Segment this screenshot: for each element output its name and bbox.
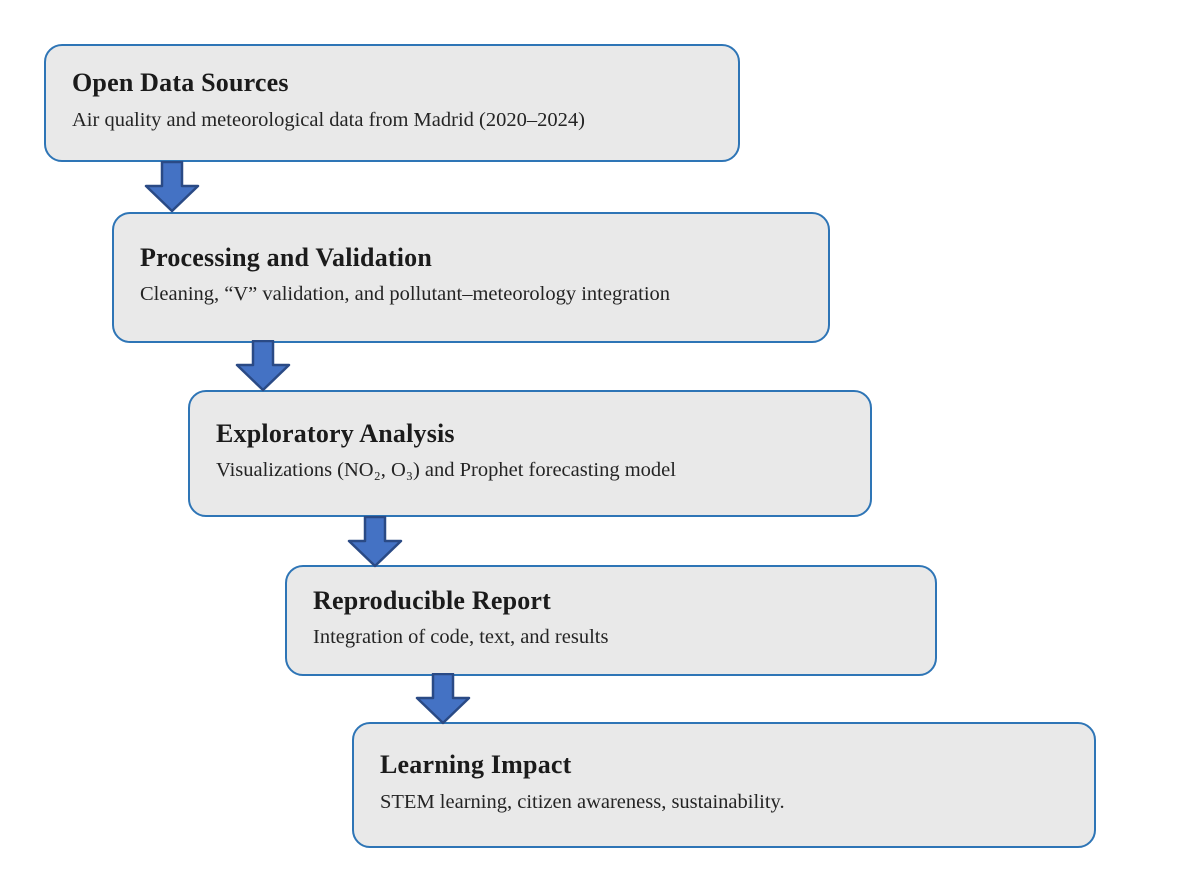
step-3-box-exploratory-analysis: Exploratory Analysis Visualizations (NO₂… [188, 390, 872, 517]
step-5-box-learning-impact: Learning Impact STEM learning, citizen a… [352, 722, 1096, 848]
down-arrow-icon [144, 161, 200, 213]
step-3-title: Exploratory Analysis [216, 418, 455, 448]
step-3-subtitle: Visualizations (NO₂, O₃) and Prophet for… [216, 459, 676, 482]
step-1-title: Open Data Sources [72, 68, 289, 98]
step-4-box-reproducible-report: Reproducible Report Integration of code,… [285, 565, 937, 676]
step-2-box-processing-validation: Processing and Validation Cleaning, “V” … [112, 212, 830, 343]
step-5-title: Learning Impact [380, 750, 572, 780]
down-arrow-icon [415, 673, 471, 725]
step-1-subtitle: Air quality and meteorological data from… [72, 108, 585, 131]
step-1-box-open-data-sources: Open Data Sources Air quality and meteor… [44, 44, 740, 162]
step-4-subtitle: Integration of code, text, and results [313, 626, 609, 649]
down-arrow-icon [347, 516, 403, 568]
step-2-subtitle: Cleaning, “V” validation, and pollutant–… [140, 283, 671, 306]
step-2-title: Processing and Validation [140, 242, 433, 272]
step-5-subtitle: STEM learning, citizen awareness, sustai… [380, 790, 785, 813]
step-4-title: Reproducible Report [313, 585, 552, 615]
down-arrow-icon [235, 340, 291, 392]
